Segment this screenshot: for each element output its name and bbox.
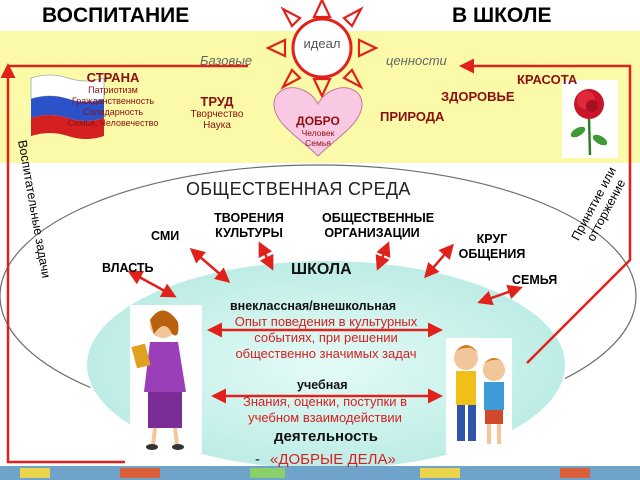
children-icon: [446, 338, 512, 454]
node-circle: КРУГ ОБЩЕНИЯ: [458, 232, 526, 261]
country-item: Семья, Человечество: [67, 118, 159, 128]
good-deeds-label: «ДОБРЫЕ ДЕЛА»: [270, 451, 396, 468]
node-media: СМИ: [151, 229, 180, 243]
teacher-icon: [130, 305, 202, 453]
base-label: Базовые: [200, 53, 253, 68]
academic-title: учебная: [297, 378, 348, 392]
value-beauty: КРАСОТА: [517, 72, 578, 87]
arrow-power: [127, 270, 177, 298]
value-good: ДОБРО Человек Семья: [288, 114, 348, 148]
left-loop-arrow: [0, 63, 125, 464]
right-loop-arrow: [459, 58, 632, 364]
sun-icon: [265, 0, 379, 99]
value-labor: ТРУД Творчество Наука: [180, 94, 254, 131]
country-title: СТРАНА: [86, 70, 140, 85]
node-culture: ТВОРЕНИЯ КУЛЬТУРЫ: [214, 211, 284, 240]
node-orgs: ОБЩЕСТВЕННЫЕ ОРГАНИЗАЦИИ: [322, 211, 435, 240]
value-country: СТРАНА Патриотизм Гражданственность Соли…: [58, 70, 168, 129]
extracurricular-text: Опыт поведения в культурных событиях, пр…: [234, 314, 418, 361]
arrow-family: [477, 284, 523, 306]
arrow-culture: [258, 241, 274, 271]
good-title: ДОБРО: [296, 114, 340, 128]
heart-shape: [273, 87, 363, 157]
value-nature: ПРИРОДА: [380, 109, 445, 124]
node-power: ВЛАСТЬ: [102, 261, 154, 275]
good-item: Семья: [305, 138, 331, 148]
russian-flag-icon: [30, 74, 105, 139]
labor-item: Наука: [203, 120, 231, 131]
environment-title: ОБЩЕСТВЕННАЯ СРЕДА: [186, 179, 411, 199]
activity-label: деятельность: [274, 428, 378, 445]
value-health: ЗДОРОВЬЕ: [441, 89, 515, 104]
arrow-media: [189, 248, 231, 283]
good-item: Человек: [301, 128, 335, 138]
labor-title: ТРУД: [200, 94, 234, 109]
node-family: СЕМЬЯ: [512, 273, 558, 287]
school-title: ШКОЛА: [291, 261, 352, 278]
extracurricular-title: внеклассная/внешкольная: [230, 299, 397, 313]
bottom-border: [0, 466, 640, 480]
title-upbringing: ВОСПИТАНИЕ: [42, 4, 190, 27]
arrow-circle: [424, 243, 454, 279]
title-at-school: В ШКОЛЕ: [452, 4, 552, 27]
dash-label: -: [255, 451, 260, 468]
country-item: Гражданственность: [71, 96, 155, 106]
academic-text: Знания, оценки, поступки в учебном взаим…: [243, 394, 407, 425]
values-label: ценности: [386, 53, 447, 68]
ideal-label: идеал: [303, 36, 341, 51]
rose-icon: [562, 80, 618, 158]
arrow-orgs: [375, 241, 391, 271]
labor-item: Творчество: [190, 109, 244, 120]
country-item: Солидарность: [82, 107, 144, 117]
country-item: Патриотизм: [88, 85, 138, 95]
